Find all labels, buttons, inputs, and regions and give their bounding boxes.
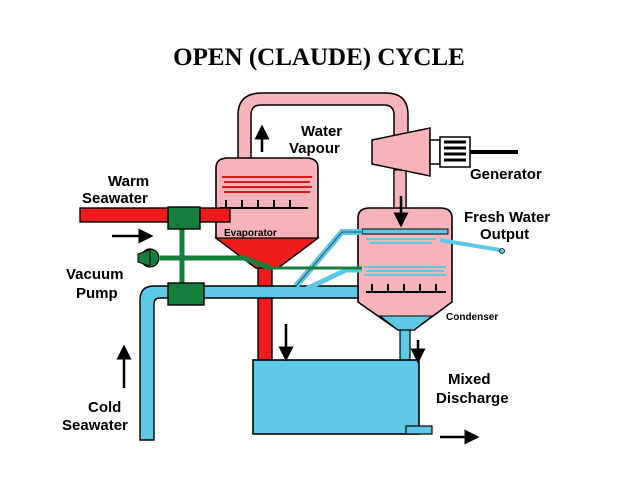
turbine [371, 127, 431, 177]
mixed-discharge-tank [252, 359, 420, 435]
page-title: OPEN (CLAUDE) CYCLE [173, 44, 465, 71]
vacuum-line [160, 255, 271, 271]
cold-feed-lower [298, 267, 362, 295]
label-warm: Warm [108, 173, 149, 190]
fresh-water-pipe [439, 238, 501, 252]
condenser-vessel [357, 207, 453, 331]
cold-seawater-pipe [139, 285, 359, 441]
label-fresh-water: Fresh Water [464, 209, 550, 226]
evaporator-nozzles [220, 200, 308, 209]
label-generator: Generator [470, 166, 542, 183]
label-vapour: Vapour [289, 140, 340, 157]
label-seawater-cold: Seawater [62, 417, 128, 434]
condenser-fresh-water [378, 315, 434, 331]
condenser-outlet-pipe [399, 329, 411, 361]
label-seawater-warm: Seawater [82, 190, 148, 207]
condenser-nozzles [366, 284, 446, 293]
tank-outlet [405, 425, 433, 435]
warm-discharge-pipe [257, 267, 273, 361]
cold-valve [167, 282, 205, 306]
label-condenser: Condenser [446, 312, 498, 323]
label-evaporator: Evaporator [224, 228, 277, 239]
label-discharge: Discharge [436, 390, 509, 407]
label-cold: Cold [88, 399, 121, 416]
label-vacuum: Vacuum [66, 266, 124, 283]
evaporator-brine [214, 237, 320, 269]
evaporator-spray [222, 176, 312, 193]
condenser-lower-spray [364, 266, 446, 276]
warm-seawater-pipe [79, 207, 231, 223]
warm-valve [167, 206, 201, 230]
label-pump: Pump [76, 285, 118, 302]
vacuum-pump [137, 248, 160, 268]
label-output: Output [480, 226, 529, 243]
generator-unit [429, 136, 518, 168]
fresh-water-outlet [499, 248, 505, 254]
label-mixed: Mixed [448, 371, 491, 388]
label-water: Water [301, 123, 342, 140]
